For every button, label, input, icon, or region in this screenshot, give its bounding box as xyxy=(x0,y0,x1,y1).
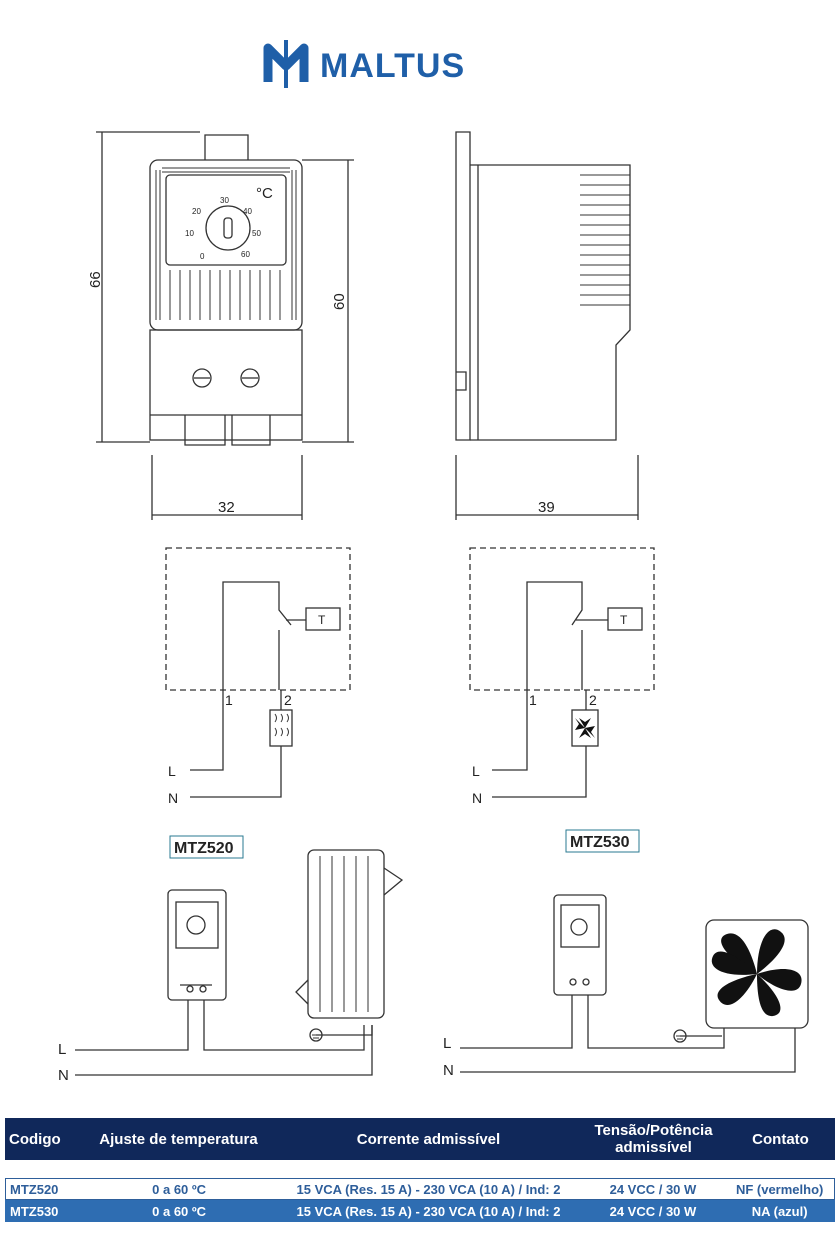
table-header: Codigo Ajuste de temperatura Corrente ad… xyxy=(5,1118,835,1160)
terminal-1-left: 1 xyxy=(225,692,233,708)
sensor-left: T xyxy=(318,613,326,627)
cell: MTZ530 xyxy=(10,1203,59,1219)
neutral-right: N xyxy=(472,790,482,806)
dial-mark: 60 xyxy=(241,250,250,259)
logo-text: MALTUS xyxy=(320,47,465,85)
cell: 15 VCA (Res. 15 A) - 230 VCA (10 A) / In… xyxy=(296,1181,561,1197)
cell: 0 a 60 ºC xyxy=(152,1203,207,1219)
cell: 0 a 60 ºC xyxy=(152,1181,207,1197)
wiring-line-right: L xyxy=(443,1035,451,1052)
schematic-left xyxy=(165,547,351,798)
side-view xyxy=(455,131,639,520)
model-left-label: MTZ520 xyxy=(174,840,234,857)
dial-mark: 10 xyxy=(185,229,194,238)
wiring-right xyxy=(460,894,809,1073)
wiring-line-left: L xyxy=(58,1041,66,1058)
dim-width-front: 32 xyxy=(218,499,235,516)
cell: 24 VCC / 30 W xyxy=(609,1181,697,1197)
dim-depth-side: 39 xyxy=(538,499,555,516)
cell: MTZ520 xyxy=(10,1181,59,1197)
header-contato: Contato xyxy=(752,1130,809,1148)
maltus-logo: MALTUS xyxy=(263,40,465,88)
header-corrente: Corrente admissível xyxy=(356,1130,501,1148)
terminal-2-left: 2 xyxy=(284,692,292,708)
cell: NA (azul) xyxy=(751,1203,808,1219)
header-ajuste: Ajuste de temperatura xyxy=(99,1130,258,1148)
dial-mark: 50 xyxy=(252,229,261,238)
neutral-left: N xyxy=(168,790,178,806)
dial-mark: 40 xyxy=(243,207,252,216)
ground-icon-right xyxy=(676,1035,684,1043)
terminal-2-right: 2 xyxy=(589,692,597,708)
fan-icon-schematic xyxy=(575,718,595,738)
sensor-right: T xyxy=(620,613,628,627)
dial-mark: 30 xyxy=(220,196,229,205)
wiring-neutral-right: N xyxy=(443,1062,454,1079)
header-codigo: Codigo xyxy=(9,1130,61,1148)
wiring-neutral-left: N xyxy=(58,1067,69,1084)
technical-drawing: MALTUS xyxy=(58,40,809,1084)
fan-icon-large xyxy=(711,929,802,1017)
spec-table: Codigo Ajuste de temperatura Corrente ad… xyxy=(5,1118,835,1222)
terminal-1-right: 1 xyxy=(529,692,537,708)
header-tensao: Tensão/Potência admissível xyxy=(594,1122,713,1156)
dial-mark: 20 xyxy=(192,207,201,216)
dim-height-total: 66 xyxy=(87,271,104,288)
line-right: L xyxy=(472,763,480,779)
table-row: MTZ530 0 a 60 ºC 15 VCA (Res. 15 A) - 23… xyxy=(5,1200,835,1222)
cell: 24 VCC / 30 W xyxy=(609,1203,697,1219)
line-left: L xyxy=(168,763,176,779)
dial-marks: 0 10 20 30 40 50 60 xyxy=(185,196,261,261)
model-right-label: MTZ530 xyxy=(570,834,630,851)
ground-icon-left xyxy=(312,1034,320,1042)
dial-unit: °C xyxy=(256,185,273,202)
cell: 15 VCA (Res. 15 A) - 230 VCA (10 A) / In… xyxy=(296,1203,561,1219)
dial-mark: 0 xyxy=(200,252,205,261)
schematic-right xyxy=(469,547,655,798)
wiring-left xyxy=(75,849,404,1076)
table-row: MTZ520 0 a 60 ºC 15 VCA (Res. 15 A) - 23… xyxy=(5,1178,835,1200)
front-view xyxy=(96,131,354,520)
cell: NF (vermelho) xyxy=(735,1181,824,1197)
dim-height-body: 60 xyxy=(331,293,348,310)
